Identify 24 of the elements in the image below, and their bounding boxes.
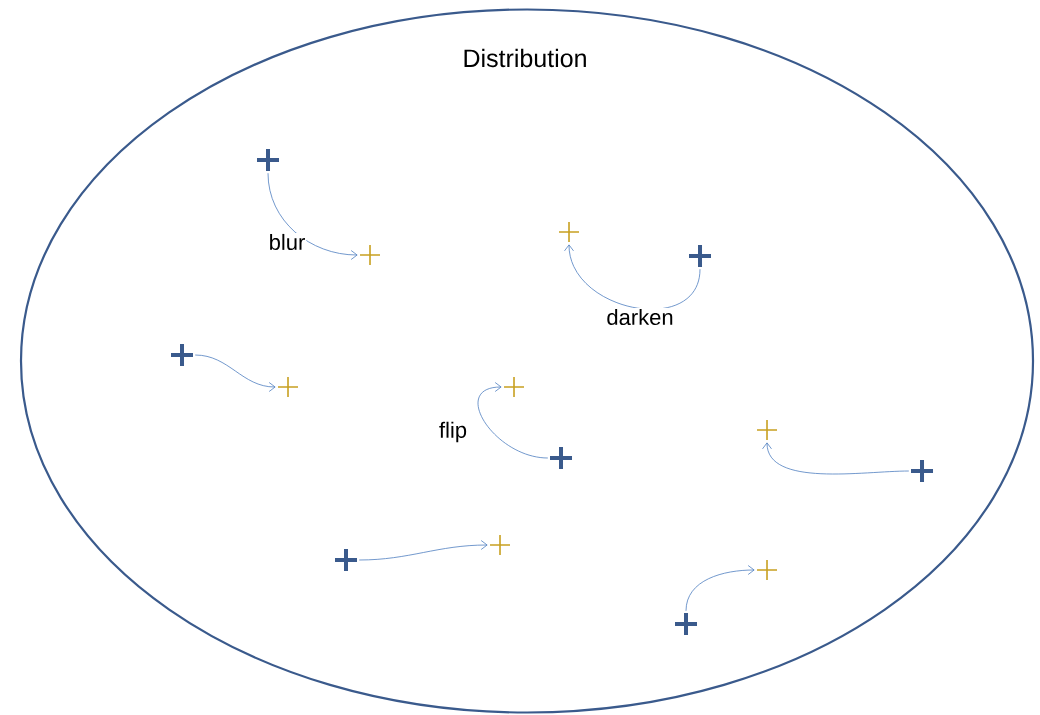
arrow [762, 442, 910, 475]
plus-marker [333, 547, 359, 573]
plus-marker [548, 445, 574, 471]
plus-marker [756, 419, 778, 441]
edge-label: darken [605, 307, 675, 327]
plus-marker [756, 559, 778, 581]
arrow [267, 172, 358, 260]
arrow [685, 565, 755, 612]
edge-label: blur [267, 232, 307, 252]
arrow [194, 354, 276, 392]
plus-marker [558, 221, 580, 243]
plus-marker [909, 458, 935, 484]
edge-label: flip [437, 420, 469, 444]
arrow [358, 540, 488, 561]
plus-marker [277, 376, 299, 398]
plus-marker [673, 611, 699, 637]
plus-marker [489, 534, 511, 556]
plus-marker [687, 243, 713, 269]
plus-marker [503, 376, 525, 398]
arrow [564, 244, 701, 310]
plus-marker [255, 147, 281, 173]
arrow [477, 382, 549, 459]
plus-marker [169, 342, 195, 368]
plus-marker [359, 244, 381, 266]
